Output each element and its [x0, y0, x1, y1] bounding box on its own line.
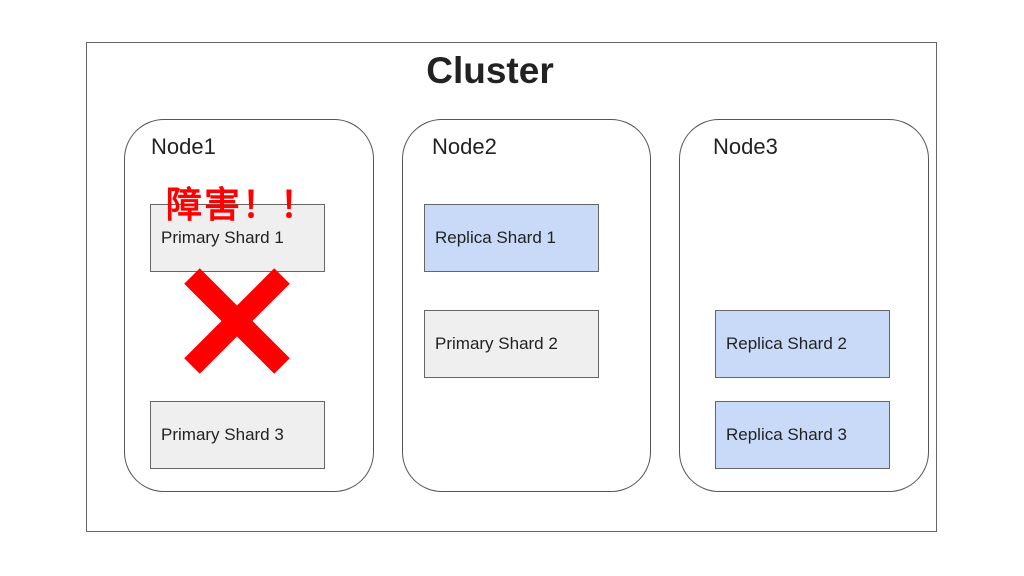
cross-icon [184, 268, 290, 374]
shard-node1-primary-1: Primary Shard 1 [150, 204, 325, 272]
node-2-label: Node2 [432, 134, 497, 159]
shard-node2-primary-2: Primary Shard 2 [424, 310, 599, 378]
node-2 [402, 119, 651, 492]
shard-node3-replica-2: Replica Shard 2 [715, 310, 890, 378]
shard-label: Replica Shard 1 [435, 228, 556, 247]
fault-label: 障害！！ [166, 185, 319, 226]
shard-label: Replica Shard 2 [726, 334, 847, 353]
shard-label: Primary Shard 2 [435, 334, 558, 353]
shard-label: Replica Shard 3 [726, 425, 847, 444]
cluster-title: Cluster [426, 50, 554, 91]
node-3-label: Node3 [713, 134, 778, 159]
shard-label: Primary Shard 3 [161, 425, 284, 444]
shard-label: Primary Shard 1 [161, 228, 284, 247]
shard-node2-replica-1: Replica Shard 1 [424, 204, 599, 272]
node-1-label: Node1 [151, 134, 216, 159]
shard-node1-primary-3: Primary Shard 3 [150, 401, 325, 469]
shard-node3-replica-3: Replica Shard 3 [715, 401, 890, 469]
